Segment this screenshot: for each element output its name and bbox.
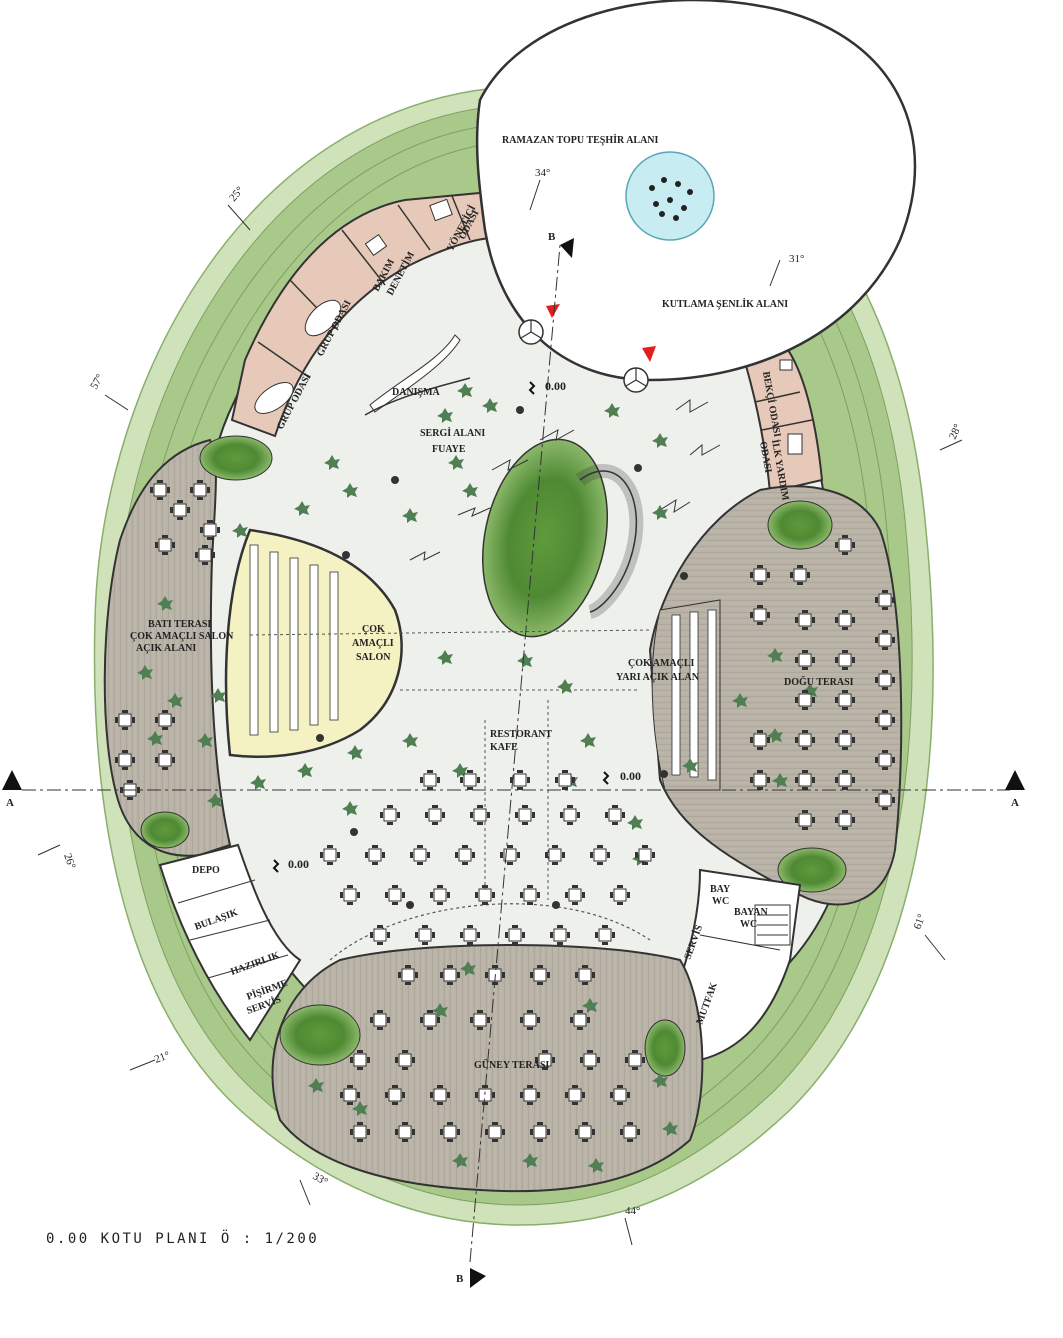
svg-text:0.00: 0.00 — [545, 379, 566, 393]
tree-east-top — [767, 500, 833, 550]
label-bati3: AÇIK ALANI — [136, 643, 196, 654]
west-terrace — [103, 438, 232, 857]
section-a-right-label: A — [1011, 797, 1019, 809]
label-sergi: SERGİ ALANI — [420, 427, 485, 439]
label-bay-wc: WC — [712, 896, 729, 907]
tree-south-west — [279, 1004, 361, 1066]
slope-28: 28° — [947, 422, 964, 441]
slope-57: 57° — [88, 372, 106, 391]
pool-dots — [649, 177, 693, 221]
section-line-a — [2, 770, 1025, 791]
plan-title: 0.00 KOTU PLANI Ö : 1/200 — [46, 1231, 320, 1247]
ramazan-pool — [625, 151, 715, 241]
east-rooms — [740, 338, 824, 494]
label-restoran: RESTORANT — [490, 729, 552, 740]
central-garden — [481, 438, 609, 638]
label-yari2: YARI AÇIK ALAN — [616, 672, 700, 683]
entrance-door-2[interactable] — [623, 367, 649, 393]
label-fuaye: FUAYE — [432, 444, 466, 455]
tree-west-top — [199, 435, 273, 481]
label-yari1: ÇOK AMAÇLI — [628, 658, 695, 669]
entrance-arrow-2 — [642, 346, 656, 362]
label-bayan: BAYAN — [734, 907, 768, 918]
label-salon3: SALON — [356, 652, 391, 663]
label-bay: BAY — [710, 884, 731, 895]
label-bati1: BATI TERASI — [148, 619, 211, 630]
label-kutlama: KUTLAMA ŞENLİK ALANI — [662, 298, 788, 310]
label-bati2: ÇOK AMAÇLI SALON — [130, 631, 234, 642]
slope-25: 25° — [227, 184, 246, 204]
slope-21: 21° — [153, 1049, 172, 1066]
slope-61: 61° — [912, 912, 929, 931]
entrance-door-1[interactable] — [518, 319, 544, 345]
kitchen-block — [158, 843, 302, 1042]
label-salon1: ÇOK — [362, 624, 385, 635]
level-marks: 0.00 0.00 0.00 — [272, 379, 641, 873]
slope-26: 26° — [61, 852, 78, 871]
slope-34: 34° — [535, 167, 550, 179]
slope-44: 44° — [625, 1205, 640, 1217]
columns — [316, 406, 688, 909]
east-terrace — [648, 485, 903, 906]
label-depo: DEPO — [192, 865, 220, 876]
label-dogu: DOĞU TERASI — [784, 675, 854, 688]
label-ilk2: ODASI — [757, 441, 773, 474]
tree-west-bottom — [140, 811, 190, 849]
reception-desk — [369, 334, 461, 413]
semi-open-seats — [671, 609, 717, 781]
entrance-arrow-1 — [546, 304, 560, 318]
label-salon2: AMAÇLI — [352, 638, 394, 649]
section-line-b — [469, 238, 574, 1288]
label-ramazan: RAMAZAN TOPU TEŞHİR ALANI — [502, 134, 659, 146]
tree-east-bottom — [777, 847, 847, 893]
semi-open-area — [651, 599, 721, 791]
svg-text:0.00: 0.00 — [620, 769, 641, 783]
label-bayan-wc: WC — [740, 919, 757, 930]
north-rooms — [230, 190, 491, 438]
label-guney: GÜNEY TERASI — [474, 1058, 549, 1071]
hall-seats — [249, 544, 339, 736]
tree-south-east — [644, 1019, 686, 1077]
label-kafe: KAFE — [490, 742, 518, 753]
svg-text:0.00: 0.00 — [288, 857, 309, 871]
bench-marks — [409, 399, 721, 561]
section-b-bottom-label: B — [456, 1273, 464, 1285]
label-danisma: DANIŞMA — [392, 387, 441, 398]
slope-31: 31° — [789, 253, 804, 265]
slope-ticks — [37, 179, 963, 1246]
section-b-top-label: B — [548, 231, 556, 243]
section-a-left-label: A — [6, 797, 14, 809]
